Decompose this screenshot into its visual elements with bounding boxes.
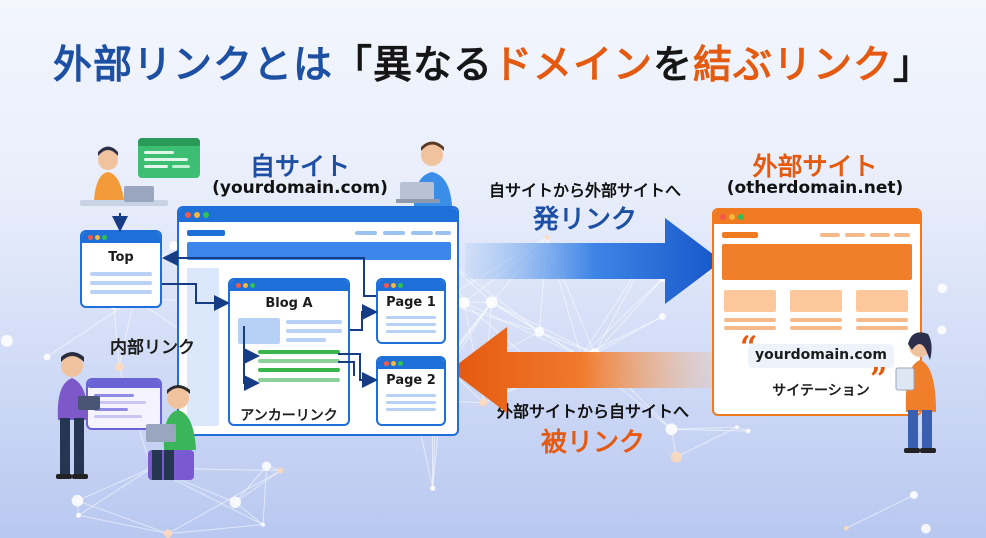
network-line [580,278,663,357]
network-node [277,467,284,474]
network-node [458,297,470,309]
citation-label: サイテーション [772,383,870,399]
page-1-label: Page 1 [386,295,436,310]
person-top-left-icon [80,146,168,206]
own-site-domain: (yourdomain.com) [212,178,388,198]
network-line [234,501,264,525]
network-node [479,398,488,407]
page-1-window: Page 1 [376,278,446,344]
title-part-3: ドメイン [492,43,653,88]
citation-box [748,344,894,368]
network-line [539,331,595,355]
title-part-4: を [653,43,694,88]
incoming-caption: 外部サイトから自サイトへ [496,402,689,421]
network-node [0,334,13,347]
person-standing-right-icon [895,332,936,453]
network-line [77,467,152,502]
internal-link-label: 内部リンク [110,338,195,358]
network-node [229,496,241,509]
network-line [167,470,281,535]
network-line [491,301,595,355]
page-2-window: Page 2 [376,356,446,426]
network-line [167,524,264,535]
title-part-5: 結ぶリンク [693,43,894,88]
network-node [745,428,751,434]
person-standing-left-icon [56,352,100,479]
network-line [234,465,267,503]
network-line [78,514,169,535]
person-top-center-icon [396,141,452,206]
page-2-label: Page 2 [386,373,436,388]
network-node [114,362,124,372]
network-node [937,325,947,335]
network-line [118,298,135,367]
network-line [491,301,540,333]
network-line [676,426,738,458]
top-page-window: Top [80,230,162,308]
code-snippet-window [138,138,200,178]
network-line [113,305,120,367]
outgoing-label: 発リンク [532,205,637,235]
network-line [594,316,663,355]
network-node [909,491,918,499]
external-site-titlebar [714,210,920,224]
external-site-name: 外部サイト [752,152,878,181]
network-node [260,522,265,527]
network-line [46,298,135,358]
network-line [235,470,281,503]
title-part-2: 「異なる [332,43,493,88]
incoming-label: 被リンク [540,428,645,458]
close-quote-icon: ” [870,362,888,397]
network-node [71,494,84,507]
outgoing-caption: 自サイトから外部サイトへ [488,181,681,200]
title-part-1: 外部リンクとは [52,43,333,88]
own-site-titlebar [179,208,457,222]
network-line [78,467,152,516]
network-node [534,326,545,337]
incoming-arrow [450,327,712,413]
network-node [544,235,550,240]
outgoing-arrow [465,218,722,304]
network-node [430,485,436,491]
network-node [169,240,179,250]
network-node [75,512,82,518]
anchor-link-label: アンカーリンク [240,408,338,424]
network-node [665,423,678,436]
external-site-domain: (otherdomain.net) [726,178,904,198]
network-line [846,494,915,529]
page-title: 外部リンクとは「異なるドメインを結ぶリンク」 [0,34,986,90]
network-line [671,428,749,432]
network-node [261,461,272,471]
network-node [734,425,739,430]
title-part-6: 」 [893,43,934,88]
network-line [671,426,737,430]
network-line [443,257,540,333]
network-node [163,529,173,538]
blog-a-label: Blog A [265,296,313,311]
network-node [670,451,682,463]
own-site-name: 自サイト [249,152,350,181]
network-node [937,283,948,294]
network-node [659,313,666,320]
network-node [43,353,51,361]
network-node [485,296,498,309]
open-quote-icon: “ [740,330,758,365]
network-line [262,466,268,525]
network-node [843,525,849,531]
citation-domain: yourdomain.com [755,347,887,363]
network-node [921,523,931,534]
external-site-window [712,208,922,416]
person-sitting-left-icon [146,385,196,480]
top-page-label: Top [108,250,134,265]
network-line [594,278,663,355]
